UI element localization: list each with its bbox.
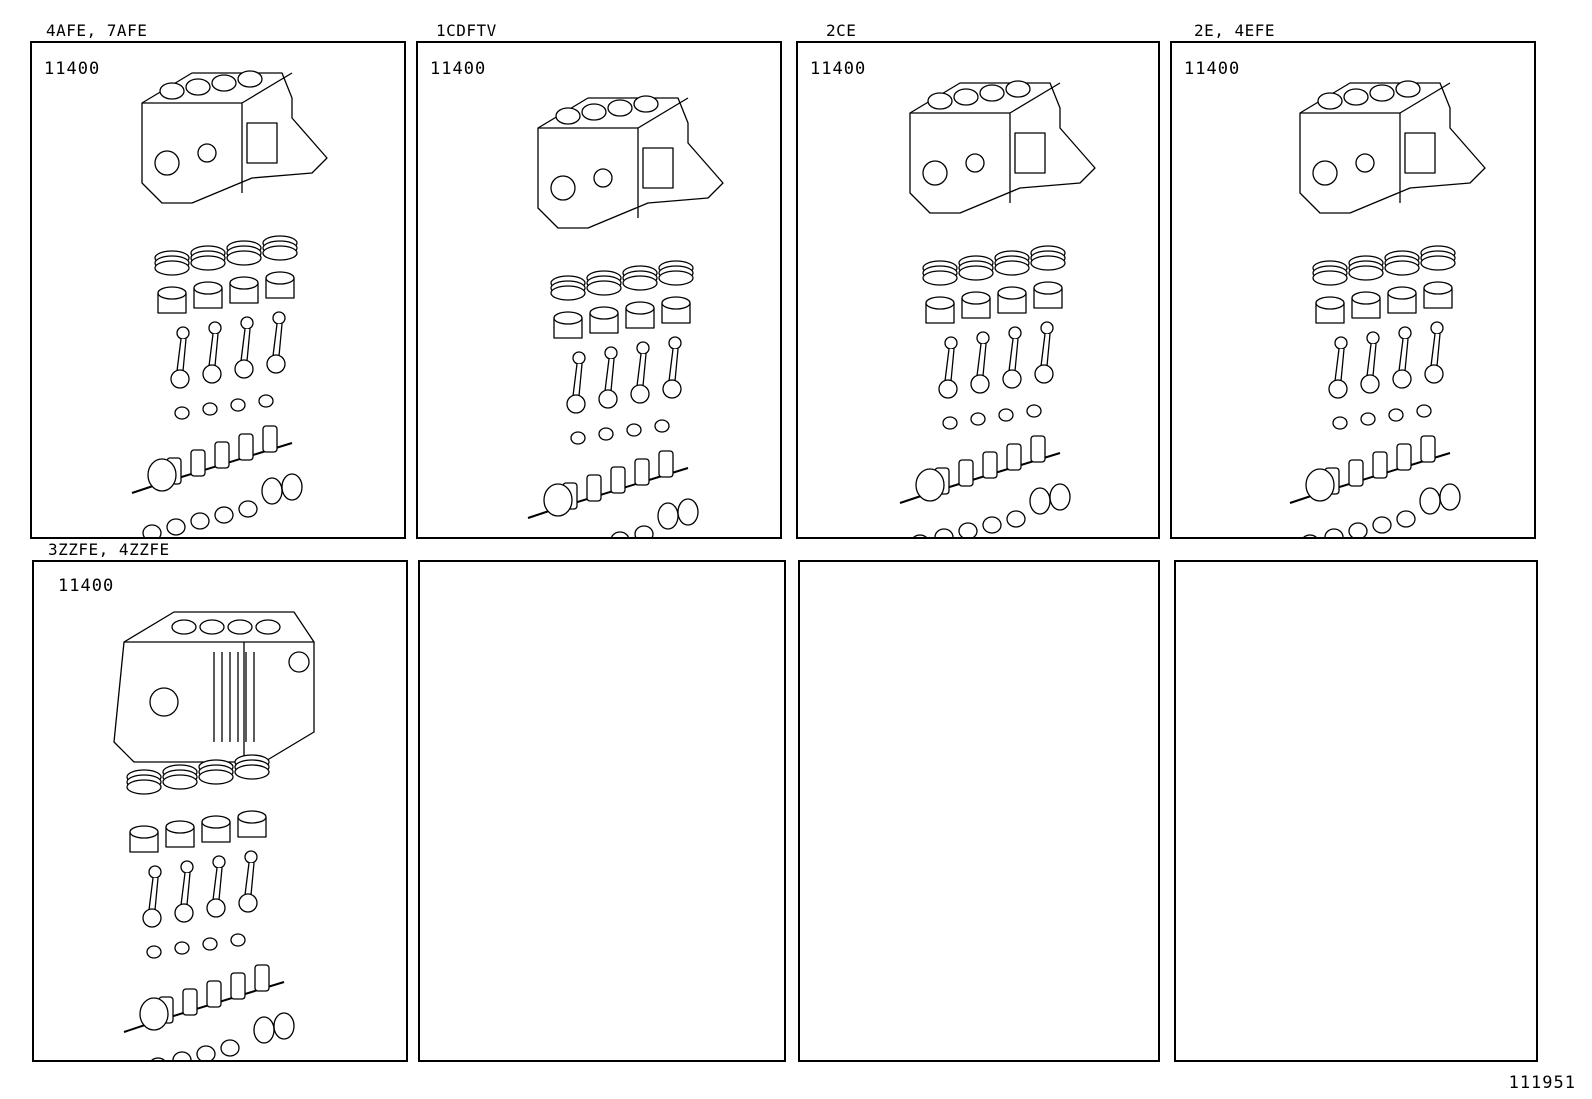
connecting-rods-icon [1328,321,1444,399]
bearings-icon [942,404,1042,430]
pistons-icon [553,296,691,339]
short-block-illustration [113,611,315,1060]
bearings-icon [570,419,670,445]
piston-rings-icon [550,260,694,301]
pistons-icon [129,810,267,853]
short-block-group [131,70,328,537]
bearings-icon [174,394,274,420]
pistons-icon [1315,281,1453,324]
cylinder-block-icon [537,95,724,229]
short-block-illustration [899,80,1096,537]
crankshaft-icon [527,450,689,519]
piston-rings-icon [126,754,270,795]
crankshaft-icon [899,435,1061,504]
bearings-icon [1332,404,1432,430]
part-number: 11400 [58,576,115,596]
connecting-rods-icon [566,336,682,414]
bearings-icon [146,933,246,959]
crankshaft-icon [123,964,285,1033]
short-block-group [527,95,724,537]
engine-codes-label: 1CDFTV [436,21,497,40]
panel-empty [418,560,786,1062]
crankshaft-icon [131,425,293,494]
part-number: 11400 [1184,59,1241,79]
engine-codes-label: 4AFE, 7AFE [46,21,148,40]
engine-codes-label: 3ZZFE, 4ZZFE [48,540,170,559]
cylinder-block-icon [141,70,328,204]
piston-rings-icon [922,245,1066,286]
piston-rings-icon [1312,245,1456,286]
short-block-group [1289,80,1486,537]
connecting-rods-icon [938,321,1054,399]
main-bearings-icon [142,473,303,537]
piston-rings-icon [154,235,298,276]
cylinder-block-icon [1299,80,1486,214]
engine-codes-label: 2CE [826,21,857,40]
short-block-group [113,611,315,1060]
panel-empty [1174,560,1538,1062]
pistons-icon [925,281,1063,324]
panel-short-block-4: 11400 [1170,41,1536,539]
crankshaft-icon [1289,435,1451,504]
cylinder-block-icon [909,80,1096,214]
panel-short-block-3: 11400 [796,41,1160,539]
engine-codes-label: 2E, 4EFE [1194,21,1276,40]
panel-short-block-1: 11400 [30,41,406,539]
main-bearings-icon [151,1012,295,1060]
connecting-rods-icon [142,850,258,928]
part-number: 11400 [810,59,867,79]
main-bearings-icon [913,483,1071,537]
pistons-icon [157,271,295,314]
cylinder-block-icon [113,611,315,763]
main-bearings-icon [610,498,699,537]
short-block-illustration [1289,80,1486,537]
panel-short-block-5: 11400 [32,560,408,1062]
short-block-group [899,80,1096,537]
illustration-number: 111951 [1508,1073,1576,1093]
short-block-illustration [131,70,328,537]
main-bearings-icon [1303,483,1461,537]
panel-short-block-2: 11400 [416,41,782,539]
connecting-rods-icon [170,311,286,389]
panel-empty [798,560,1160,1062]
part-number: 11400 [44,59,101,79]
short-block-illustration [527,95,724,537]
part-number: 11400 [430,59,487,79]
